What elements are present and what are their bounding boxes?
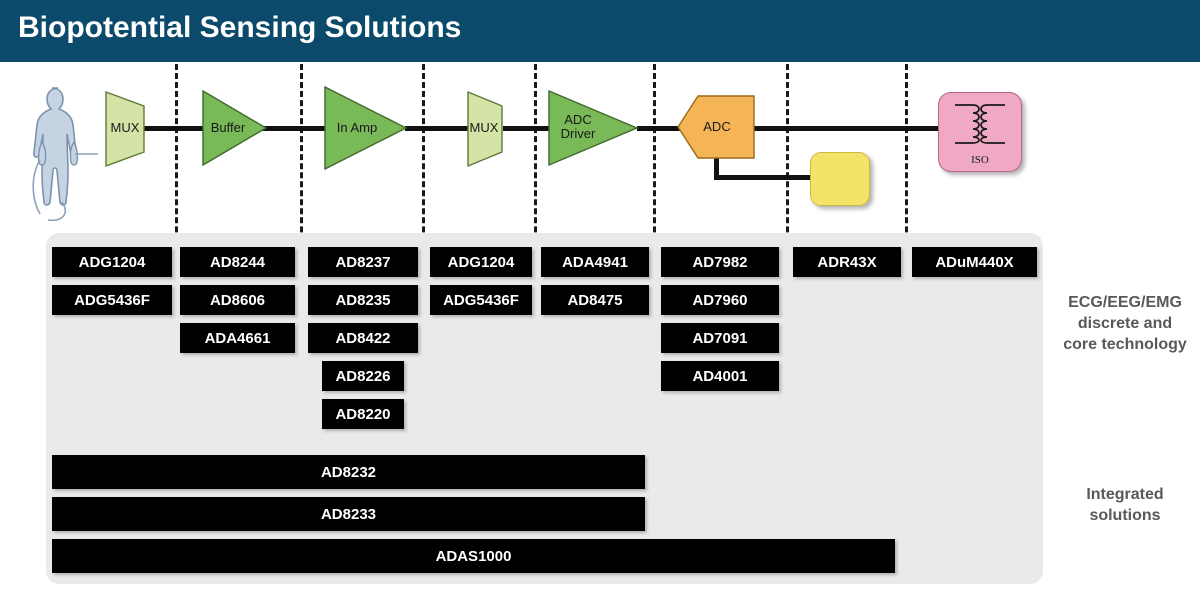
wire-buffer-to-inamp [262, 126, 327, 131]
transformer-icon [955, 104, 1005, 144]
part-box[interactable]: AD7091 [661, 323, 779, 353]
part-box[interactable]: AD8244 [180, 247, 295, 277]
part-box[interactable]: ADG1204 [52, 247, 172, 277]
signal-chain-diagram: MUX Buffer In Amp MUX ADC Driver ADC ISO [0, 62, 1200, 232]
wire-branch-to-ref [714, 175, 814, 180]
part-box[interactable]: AD8606 [180, 285, 295, 315]
reference-block[interactable] [810, 152, 870, 206]
part-box[interactable]: ADR43X [793, 247, 901, 277]
part-box[interactable]: ADA4661 [180, 323, 295, 353]
isolation-block[interactable]: ISO [938, 92, 1022, 172]
part-box[interactable]: AD8235 [308, 285, 418, 315]
part-box[interactable]: AD8475 [541, 285, 649, 315]
wire-inamp-to-mux2 [405, 126, 471, 131]
adc-block[interactable] [676, 94, 756, 160]
adc-driver-block[interactable] [546, 88, 641, 168]
mux-2-block[interactable] [464, 90, 508, 168]
part-box[interactable]: ADG1204 [430, 247, 532, 277]
integrated-part-bar[interactable]: AD8232 [52, 455, 645, 489]
part-box[interactable]: AD8220 [322, 399, 404, 429]
caption-integrated: Integrated solutions [1086, 486, 1164, 524]
part-box[interactable]: AD8422 [308, 323, 418, 353]
buffer-block[interactable] [200, 88, 270, 168]
integrated-part-bar[interactable]: AD8233 [52, 497, 645, 531]
wire-mux2-to-adcdrv [503, 126, 549, 131]
caption-discrete: ECG/EEG/EMG discrete and core technology [1063, 294, 1187, 353]
page-header: Biopotential Sensing Solutions [0, 0, 1200, 62]
part-box[interactable]: ADG5436F [430, 285, 532, 315]
integrated-part-bar[interactable]: ADAS1000 [52, 539, 895, 573]
part-box[interactable]: AD7982 [661, 247, 779, 277]
wire-adcdrv-to-adc [637, 126, 687, 131]
part-box[interactable]: ADA4941 [541, 247, 649, 277]
page-title: Biopotential Sensing Solutions [18, 11, 462, 44]
iso-label: ISO [971, 154, 989, 166]
part-box[interactable]: ADuM440X [912, 247, 1037, 277]
part-box[interactable]: AD8237 [308, 247, 418, 277]
in-amp-block[interactable] [322, 84, 410, 172]
part-box[interactable]: AD8226 [322, 361, 404, 391]
part-box[interactable]: AD7960 [661, 285, 779, 315]
part-box[interactable]: AD4001 [661, 361, 779, 391]
human-body-icon [32, 87, 98, 222]
part-box[interactable]: ADG5436F [52, 285, 172, 315]
mux-1-block[interactable] [102, 90, 150, 168]
wire-adc-to-iso [752, 126, 940, 131]
